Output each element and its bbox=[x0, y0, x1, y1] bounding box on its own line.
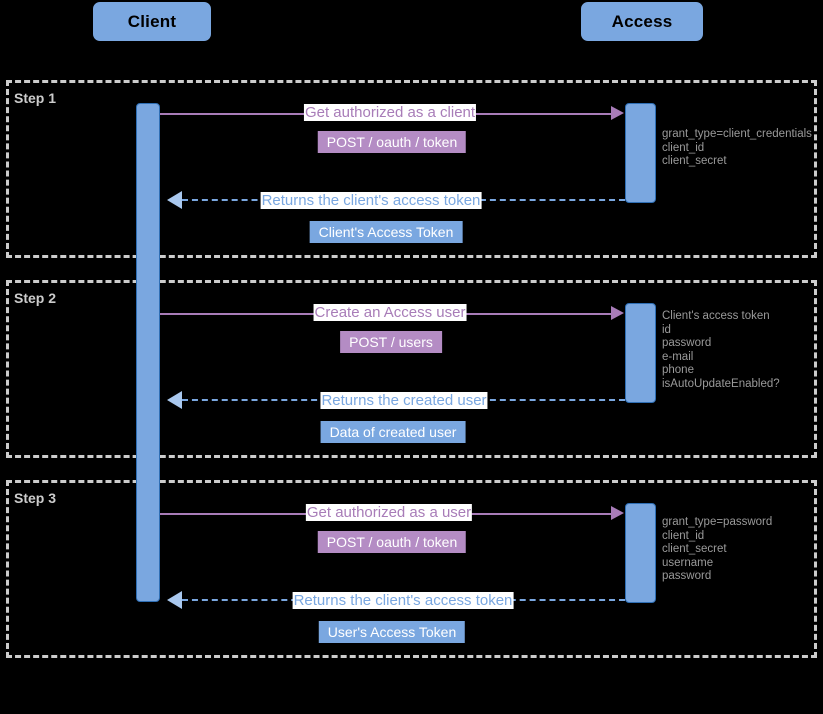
reply-badge-step1: Client's Access Token bbox=[309, 221, 463, 243]
request-arrowhead-step1 bbox=[611, 106, 624, 120]
participant-access-label: Access bbox=[611, 11, 673, 31]
request-label-step2: Create an Access user bbox=[313, 304, 467, 321]
participant-access[interactable]: Access bbox=[581, 2, 703, 41]
step-frame-3 bbox=[6, 480, 817, 658]
note-step3-line-1: grant_type=password bbox=[662, 516, 773, 528]
request-arrowhead-step2 bbox=[611, 306, 624, 320]
note-step2-line-4: e-mail bbox=[662, 350, 694, 363]
reply-arrowhead-step3 bbox=[167, 591, 182, 609]
activation-bar-access-step3 bbox=[625, 503, 656, 603]
reply-arrowhead-step2 bbox=[167, 391, 182, 409]
note-step3-line-4: username bbox=[662, 556, 714, 569]
note-step2: Client's access token id password e-mail… bbox=[662, 310, 780, 391]
step-frame-1 bbox=[6, 80, 817, 258]
request-label-step1: Get authorized as a client bbox=[303, 104, 477, 121]
activation-bar-access-step2 bbox=[625, 303, 656, 403]
participant-client[interactable]: Client bbox=[93, 2, 211, 41]
request-badge-step3: POST / oauth / token bbox=[317, 531, 467, 553]
reply-badge-step2: Data of created user bbox=[320, 421, 466, 443]
reply-label-step1: Returns the client's access token bbox=[260, 192, 482, 209]
note-step3-line-2: client_id bbox=[662, 529, 705, 542]
participant-client-label: Client bbox=[127, 11, 177, 31]
reply-label-step3: Returns the client's access token bbox=[292, 592, 514, 609]
note-step1-line-1: grant_type=client_credentials bbox=[662, 128, 812, 140]
note-step2-line-6: isAutoUpdateEnabled? bbox=[662, 377, 780, 390]
note-step1-line-3: client_secret bbox=[662, 155, 727, 167]
activation-bar-access-step1 bbox=[625, 103, 656, 203]
note-step3-line-5: password bbox=[662, 570, 712, 582]
note-step2-line-5: phone bbox=[662, 364, 694, 376]
note-step1: grant_type=client_credentials client_id … bbox=[662, 128, 812, 169]
request-arrowhead-step3 bbox=[611, 506, 624, 520]
note-step2-line-3: password bbox=[662, 337, 712, 349]
request-label-step3: Get authorized as a user bbox=[305, 504, 473, 521]
step-label-3: Step 3 bbox=[14, 490, 57, 506]
note-step2-line-2: id bbox=[662, 323, 671, 336]
reply-badge-step3: User's Access Token bbox=[318, 621, 466, 643]
note-step3: grant_type=password client_id client_sec… bbox=[662, 516, 772, 584]
step-label-2: Step 2 bbox=[14, 290, 57, 306]
note-step3-line-3: client_secret bbox=[662, 543, 727, 555]
step-frame-2 bbox=[6, 280, 817, 458]
activation-bar-client bbox=[136, 103, 160, 602]
step-label-1: Step 1 bbox=[14, 90, 57, 106]
reply-label-step2: Returns the created user bbox=[320, 392, 488, 409]
note-step1-line-2: client_id bbox=[662, 141, 705, 154]
reply-arrowhead-step1 bbox=[167, 191, 182, 209]
request-badge-step1: POST / oauth / token bbox=[317, 131, 467, 153]
request-badge-step2: POST / users bbox=[340, 331, 442, 353]
note-step2-line-1: Client's access token bbox=[662, 310, 770, 322]
